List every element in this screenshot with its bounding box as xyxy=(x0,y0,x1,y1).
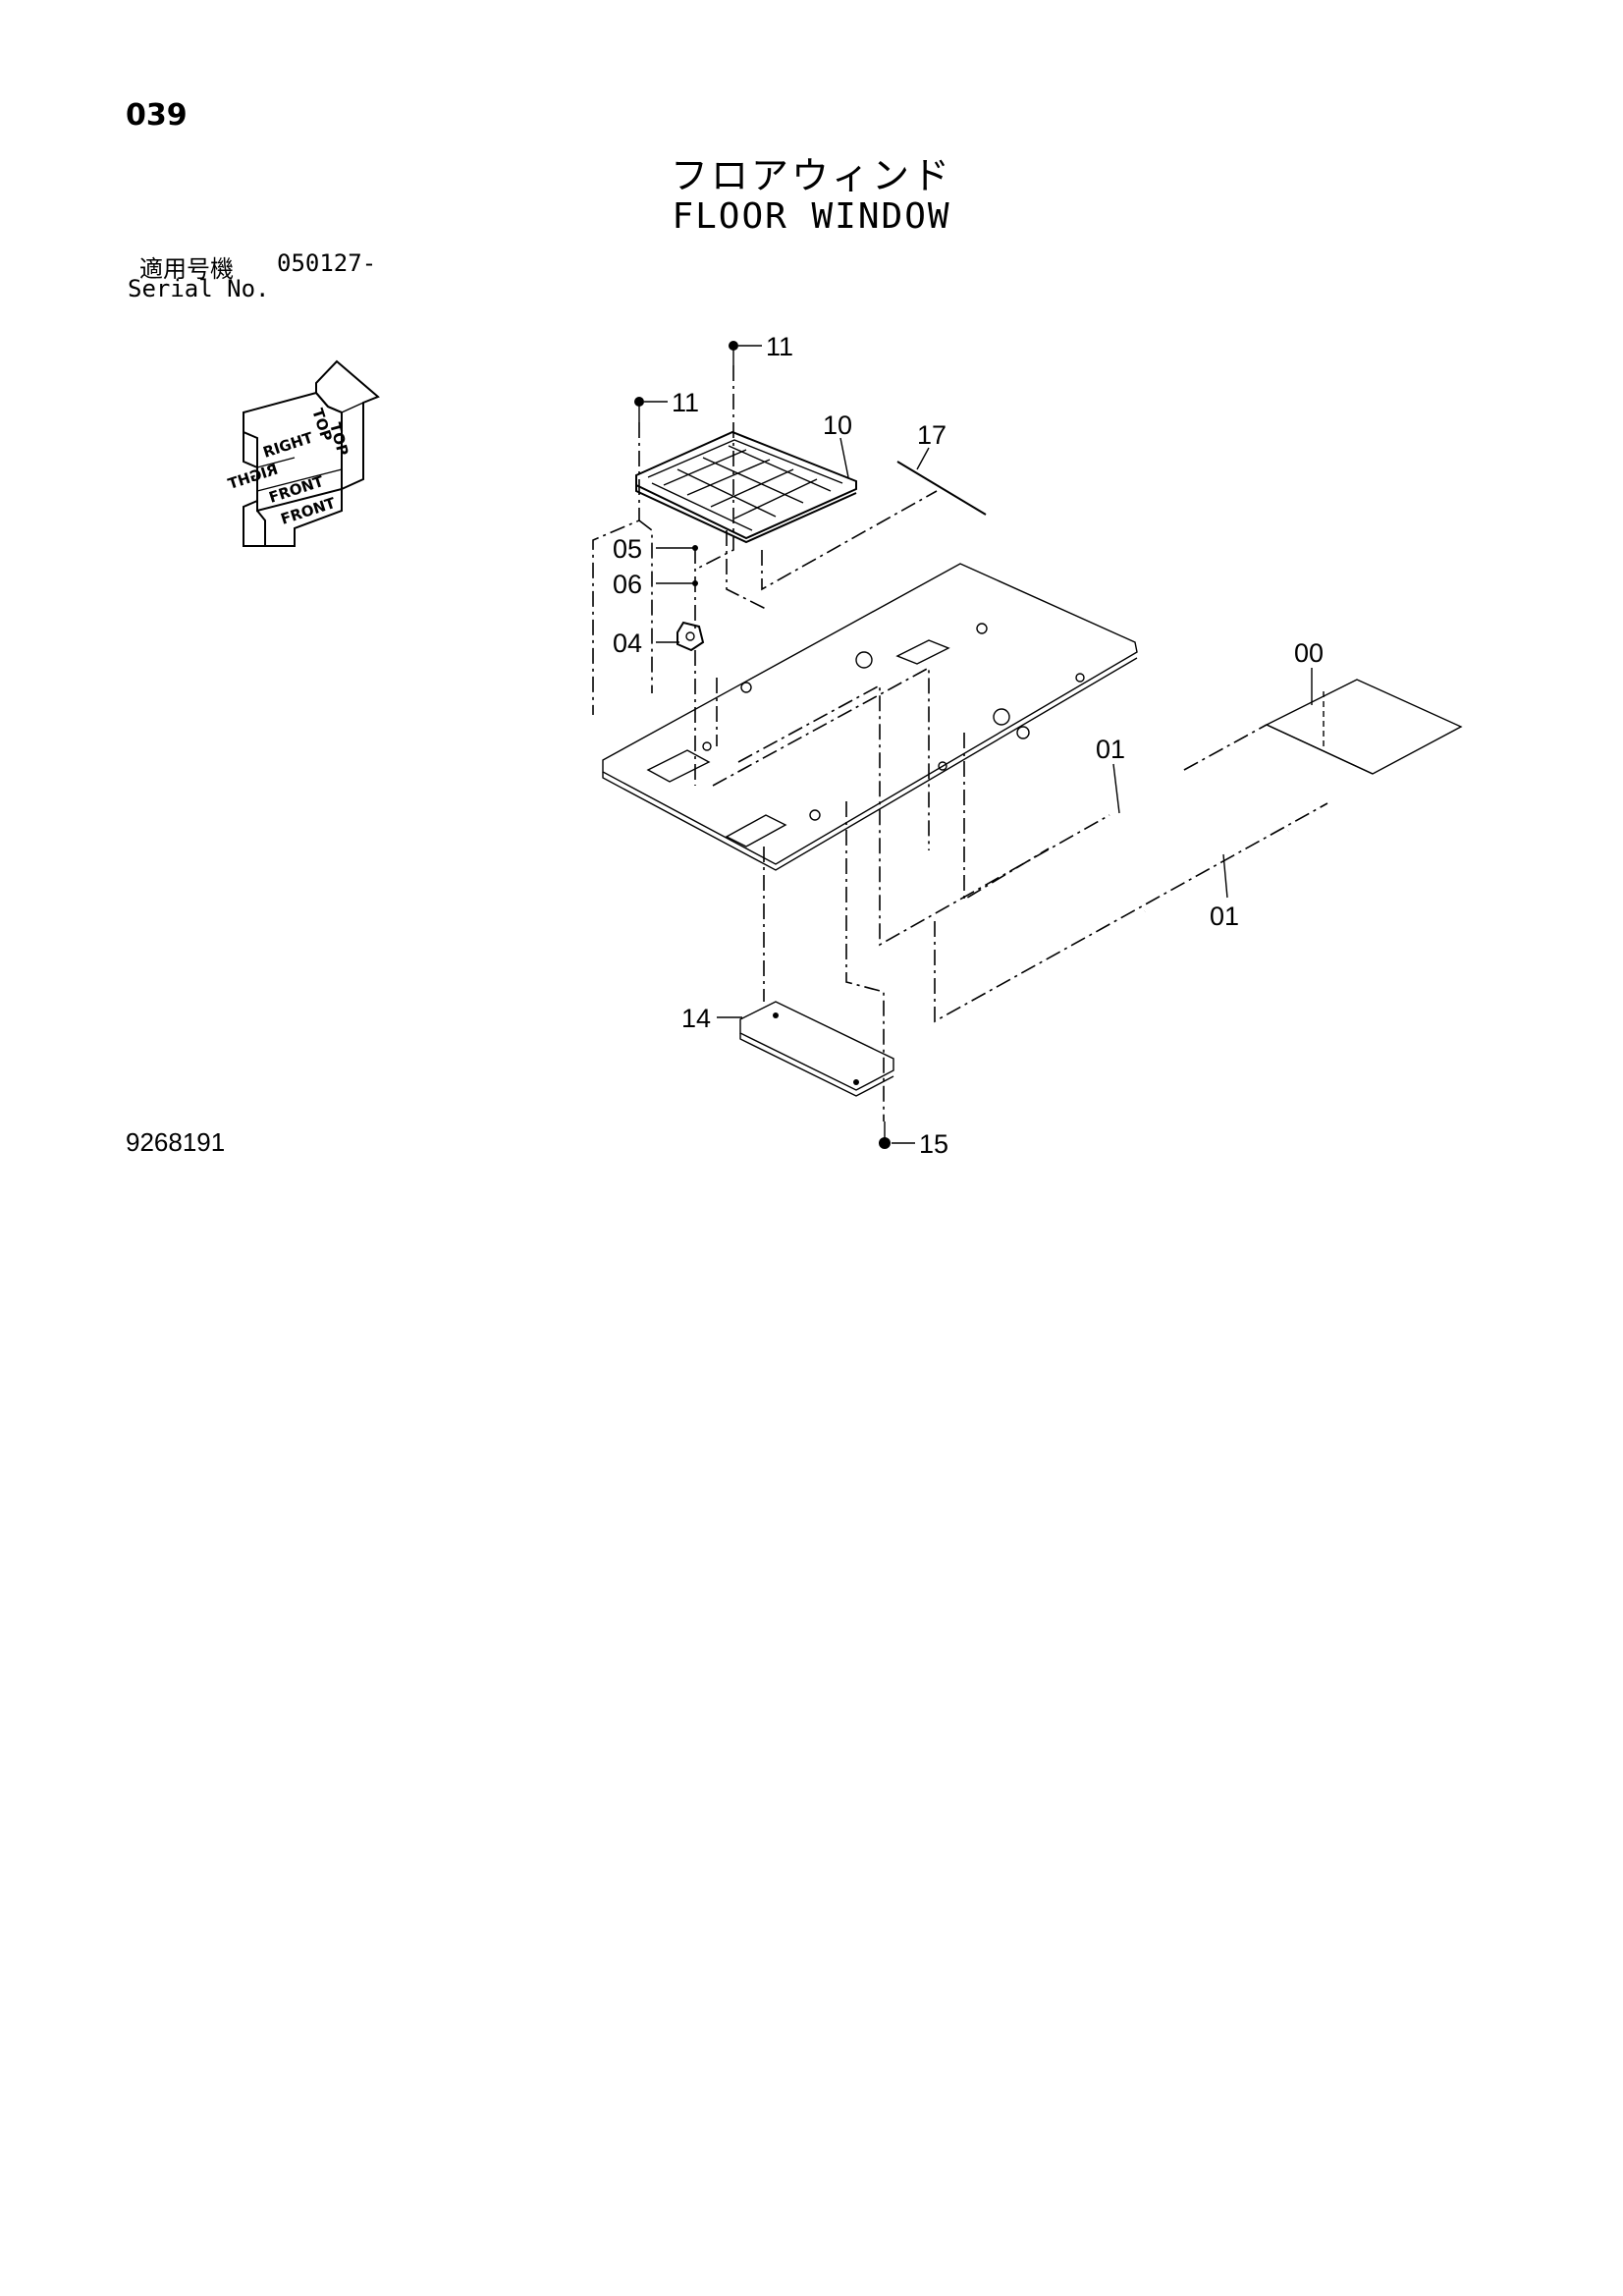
drawing-number: 9268191 xyxy=(126,1127,226,1157)
serial-label-japanese: 適用号機 xyxy=(139,255,234,283)
callout-00: 00 xyxy=(1294,638,1324,668)
part-14-cover-plate xyxy=(739,1001,894,1097)
callout-05: 05 xyxy=(613,534,642,564)
callout-01-b: 01 xyxy=(1210,902,1239,931)
right-label: RIGHT xyxy=(261,428,316,461)
assembly-lines xyxy=(592,365,1328,1121)
part-17-rod xyxy=(896,461,987,516)
front-arrow xyxy=(243,489,343,547)
callout-06: 06 xyxy=(613,570,642,599)
floor-plate xyxy=(602,563,1138,871)
callout-04: 04 xyxy=(613,629,642,658)
part-01-strip-a xyxy=(1048,768,1185,850)
bolt-11-b xyxy=(634,397,644,422)
bolt-11-a xyxy=(729,341,738,365)
title-english: FLOOR WINDOW xyxy=(672,196,951,237)
callout-01-a: 01 xyxy=(1096,735,1125,764)
bolt-15 xyxy=(879,1121,891,1149)
callout-11-a: 11 xyxy=(766,332,793,361)
right-arrow xyxy=(243,412,258,468)
callout-15: 15 xyxy=(919,1129,948,1159)
title-japanese: フロアウィンド xyxy=(670,154,952,197)
leader-lines xyxy=(644,345,1313,1144)
callout-11-b: 11 xyxy=(672,388,699,417)
orientation-indicator: TOP TOP RIGHT RIGHT FRONT FRONT xyxy=(225,359,380,547)
callout-14: 14 xyxy=(681,1004,711,1033)
callout-10: 10 xyxy=(823,410,852,440)
part-04-clip xyxy=(676,621,705,652)
part-10-window-grille xyxy=(635,430,857,544)
callout-17: 17 xyxy=(917,420,947,450)
part-00-window-panel xyxy=(1265,679,1463,775)
serial-value: 050127- xyxy=(277,249,377,277)
page-number: 039 xyxy=(126,98,188,133)
part-01-strip-b xyxy=(1144,829,1289,913)
serial-label-english: Serial No. xyxy=(128,275,270,302)
